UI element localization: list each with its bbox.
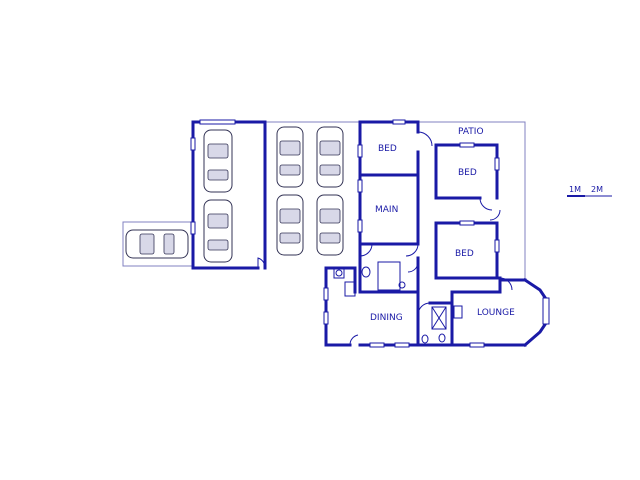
scale-label-2m: 2M: [591, 185, 603, 194]
car-icon: [316, 194, 344, 256]
car-icon: [276, 194, 304, 256]
room-label-bed-1: BED: [378, 144, 397, 154]
parking-cars: [125, 126, 344, 263]
fixtures: [333, 261, 463, 344]
door-swings: [349, 131, 513, 346]
house-walls: [323, 119, 550, 348]
room-labels: BED BED BED MAIN PATIO DINING LOUNGE: [370, 127, 515, 323]
car-icon: [316, 126, 344, 188]
car-icon: [203, 199, 233, 263]
room-label-main: MAIN: [375, 205, 398, 215]
room-label-dining: DINING: [370, 313, 403, 323]
room-label-bed-2: BED: [458, 168, 477, 178]
scale-label-1m: 1M: [569, 185, 581, 194]
room-label-bed-3: BED: [455, 249, 474, 259]
room-label-patio: PATIO: [458, 127, 484, 137]
car-icon: [203, 129, 233, 193]
car-icon: [276, 126, 304, 188]
room-label-lounge: LOUNGE: [477, 308, 515, 318]
car-icon: [125, 229, 189, 259]
garage-walls: [190, 119, 267, 270]
scale-bar: 1M 2M: [567, 185, 612, 197]
